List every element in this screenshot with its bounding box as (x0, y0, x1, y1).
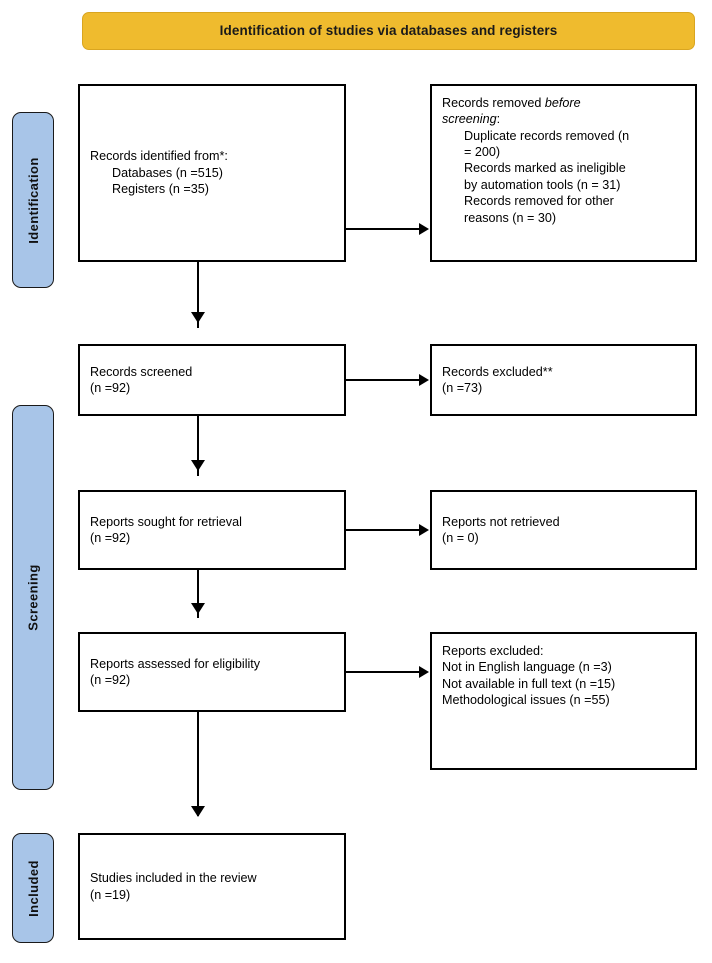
records-identified-databases: Databases (n =515) (112, 165, 223, 180)
records-screened-count: (n =92) (90, 381, 131, 395)
connector-identified-to-screened-arrowhead-icon (191, 312, 205, 323)
connector-sought-to-not-retrieved-line (346, 529, 420, 531)
studies-included-label: Studies included in the review (90, 871, 257, 886)
connector-screened-to-excluded-arrowhead-icon (419, 374, 429, 386)
records-identified-registers: Registers (n =35) (112, 182, 209, 197)
records-removed-line-1: Records removed before (442, 95, 685, 111)
stage-label-screening: Screening (12, 405, 54, 790)
diagram-banner: Identification of studies via databases … (82, 12, 695, 50)
stage-label-identification: Identification (12, 112, 54, 288)
reports-excluded-not-english: Not in English language (n =3) (442, 660, 612, 675)
reports-sought-count: (n =92) (90, 531, 131, 545)
box-reports-excluded-detail: Reports excluded: Not in English languag… (430, 632, 697, 770)
records-identified-line-1: Records identified from*: (90, 149, 228, 164)
box-records-excluded: Records excluded** (n =73) (430, 344, 697, 416)
connector-identified-to-screened-line (197, 262, 199, 328)
records-removed-automation-2: by automation tools (n = 31) (464, 177, 621, 192)
connector-screened-to-excluded-line (346, 379, 420, 381)
connector-screened-to-sought-line (197, 416, 199, 476)
connector-assessed-to-included-arrowhead-icon (191, 806, 205, 817)
reports-sought-label: Reports sought for retrieval (90, 514, 242, 529)
records-removed-line-1-a: Records removed (442, 96, 545, 110)
connector-identified-to-removed-line (346, 228, 420, 230)
studies-included-count: (n =19) (90, 887, 131, 902)
connector-screened-to-sought-arrowhead-icon (191, 460, 205, 471)
connector-sought-to-assessed-arrowhead-icon (191, 603, 205, 614)
connector-assessed-to-reports-excluded-line (346, 671, 420, 673)
box-records-identified: Records identified from*: Databases (n =… (78, 84, 346, 262)
stage-label-screening-text: Screening (25, 564, 41, 631)
records-excluded-count: (n =73) (442, 381, 483, 395)
reports-not-retrieved-label: Reports not retrieved (442, 514, 560, 529)
reports-assessed-count: (n =92) (90, 673, 131, 687)
banner-title: Identification of studies via databases … (219, 22, 558, 38)
connector-assessed-to-reports-excluded-arrowhead-icon (419, 666, 429, 678)
connector-identified-to-removed-arrowhead-icon (419, 223, 429, 235)
connector-sought-to-assessed-line (197, 570, 199, 618)
records-removed-line-2-em: screening (442, 112, 497, 127)
records-excluded-label: Records excluded** (442, 364, 553, 379)
records-removed-automation-1: Records marked as ineligible (464, 161, 626, 176)
connector-assessed-to-included-line (197, 712, 199, 816)
reports-assessed-label: Reports assessed for eligibility (90, 656, 261, 671)
records-removed-duplicates-2: = 200) (464, 145, 501, 160)
records-screened-label: Records screened (90, 364, 193, 379)
stage-label-included-text: Included (25, 859, 41, 917)
reports-not-retrieved-count: (n = 0) (442, 531, 479, 545)
stage-label-identification-text: Identification (25, 156, 41, 244)
box-records-removed: Records removed before screening: Duplic… (430, 84, 697, 262)
reports-excluded-heading: Reports excluded: (442, 644, 544, 658)
records-removed-line-2-colon: : (496, 112, 501, 127)
records-removed-other-1: Records removed for other (464, 194, 614, 209)
records-removed-duplicates-1: Duplicate records removed (n (464, 128, 630, 143)
box-studies-included: Studies included in the review (n =19) (78, 833, 346, 940)
box-reports-sought: Reports sought for retrieval (n =92) (78, 490, 346, 570)
box-reports-not-retrieved: Reports not retrieved (n = 0) (430, 490, 697, 570)
reports-excluded-methodological: Methodological issues (n =55) (442, 693, 610, 708)
reports-excluded-no-full-text: Not available in full text (n =15) (442, 676, 616, 691)
records-removed-other-2: reasons (n = 30) (464, 210, 557, 225)
box-records-screened: Records screened (n =92) (78, 344, 346, 416)
connector-sought-to-not-retrieved-arrowhead-icon (419, 524, 429, 536)
records-removed-line-2: screening: (442, 111, 685, 127)
records-removed-line-1-em: before (544, 96, 581, 110)
box-reports-assessed: Reports assessed for eligibility (n =92) (78, 632, 346, 712)
stage-label-included: Included (12, 833, 54, 943)
